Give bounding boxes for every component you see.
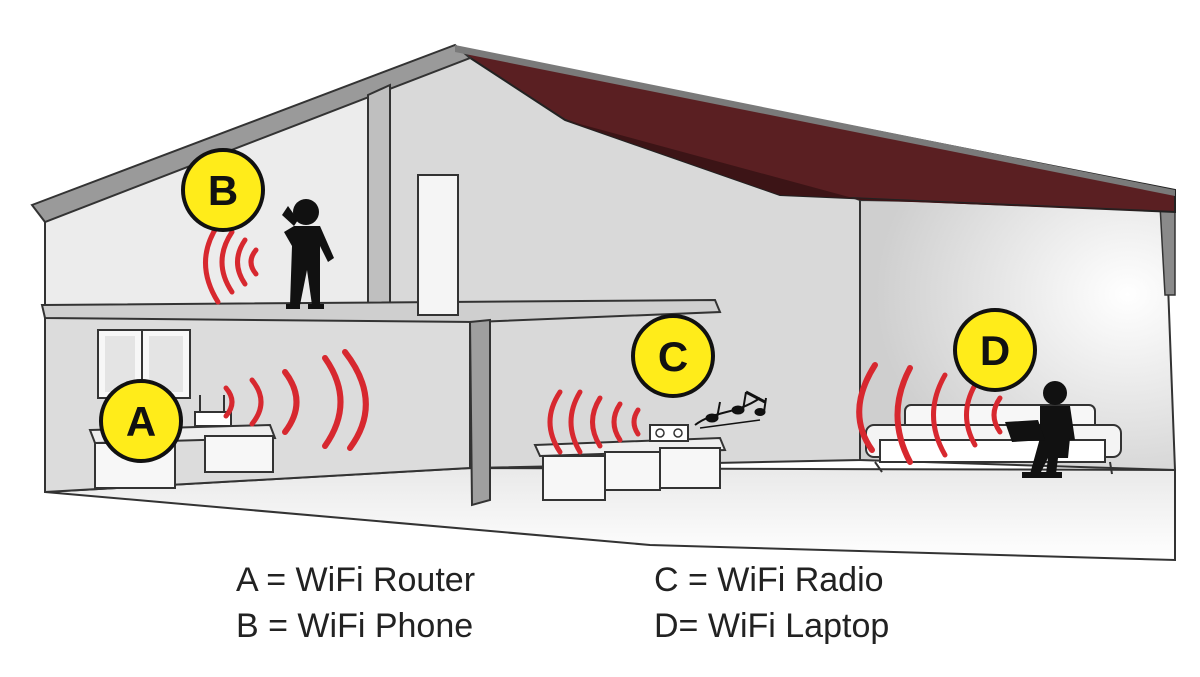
badge-b-label: B — [208, 167, 238, 214]
upper-floor-slab — [40, 298, 722, 324]
person-on-phone-icon — [282, 199, 334, 309]
interior-column — [367, 83, 391, 319]
legend-item-radio: C = WiFi Radio — [654, 561, 884, 599]
window-icon — [97, 329, 191, 399]
router-icon — [194, 395, 232, 427]
legend-item-phone: B = WiFi Phone — [236, 607, 474, 645]
legend-item-router: A = WiFi Router — [236, 561, 476, 599]
roof-gable-top — [455, 45, 1175, 196]
legend-item-laptop: D= WiFi Laptop — [654, 607, 890, 645]
badge-a: A — [99, 379, 183, 463]
badge-c: C — [631, 314, 715, 398]
badge-d-label: D — [980, 327, 1010, 374]
wifi-signal-waves-icon — [203, 222, 1003, 465]
badge-c-label: C — [658, 333, 688, 380]
person-with-laptop-icon — [1005, 381, 1075, 478]
badge-d: D — [953, 308, 1037, 392]
legend: A = WiFi Router B = WiFi Phone C = WiFi … — [0, 556, 1200, 656]
badge-a-label: A — [126, 398, 156, 445]
doorway — [417, 174, 459, 316]
lower-dividing-wall — [468, 318, 491, 507]
radio-icon — [649, 424, 689, 442]
roof-gable-edge — [30, 43, 472, 224]
badge-b: B — [181, 148, 265, 232]
desk-c — [533, 436, 727, 501]
music-notes-icon — [694, 390, 767, 429]
